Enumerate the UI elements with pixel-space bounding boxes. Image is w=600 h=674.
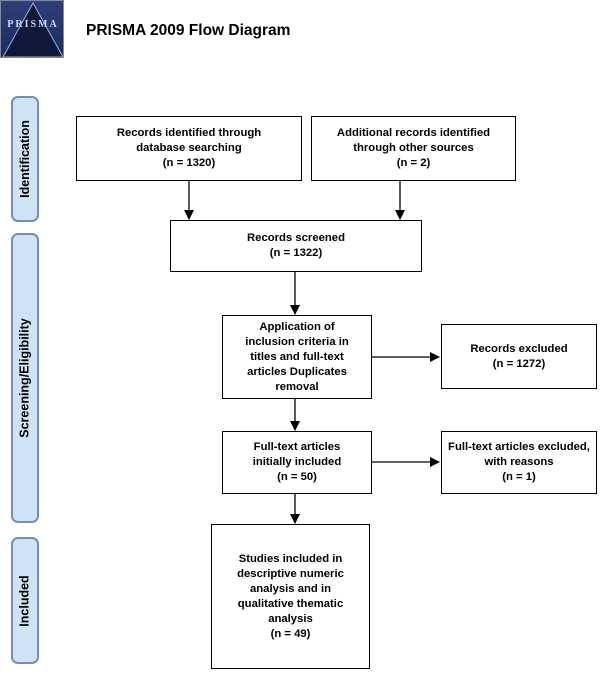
box-studies-count: (n = 49) — [270, 627, 311, 640]
box-studies-included: Studies included in descriptive numeric … — [211, 524, 370, 669]
prisma-triangle-icon — [2, 1, 63, 57]
phase-identification: Identification — [11, 96, 39, 222]
box-database-count: (n = 1320) — [162, 157, 216, 169]
box-inclusion-text: Application of inclusion criteria in tit… — [245, 320, 349, 393]
box-excluded-text: Records excluded — [470, 342, 568, 355]
box-inclusion-criteria: Application of inclusion criteria in tit… — [222, 315, 372, 399]
phase-included: Included — [11, 537, 39, 664]
page-title: PRISMA 2009 Flow Diagram — [86, 22, 291, 39]
logo-text: PRISMA — [7, 19, 59, 30]
box-excluded-count: (n = 1272) — [492, 357, 546, 370]
box-fulltext-excluded: Full-text articles excluded, with reason… — [441, 431, 597, 494]
box-records-excluded: Records excluded (n = 1272) — [441, 324, 597, 389]
box-fulltext-count: (n = 50) — [277, 471, 317, 483]
box-screened-count: (n = 1322) — [269, 247, 323, 259]
box-database-text: Records identified through database sear… — [116, 127, 262, 154]
box-records-screened: Records screened (n = 1322) — [170, 220, 422, 272]
box-other-text: Additional records identified through ot… — [336, 127, 491, 154]
box-studies-text: Studies included in descriptive numeric … — [237, 552, 344, 625]
box-database-search: Records identified through database sear… — [76, 116, 302, 181]
box-fulltext-excluded-count: (n = 1) — [502, 471, 536, 483]
box-fulltext-text: Full-text articles initially included — [252, 441, 342, 468]
box-other-sources: Additional records identified through ot… — [311, 116, 516, 181]
box-fulltext-excluded-text: Full-text articles excluded, with reason… — [448, 441, 590, 468]
box-screened-text: Records screened — [247, 232, 345, 244]
box-other-count: (n = 2) — [396, 157, 431, 169]
prisma-logo: PRISMA — [0, 0, 64, 58]
box-fulltext-included: Full-text articles initially included (n… — [222, 431, 372, 494]
phase-screening-eligibility: Screening/Eligibility — [11, 233, 39, 523]
